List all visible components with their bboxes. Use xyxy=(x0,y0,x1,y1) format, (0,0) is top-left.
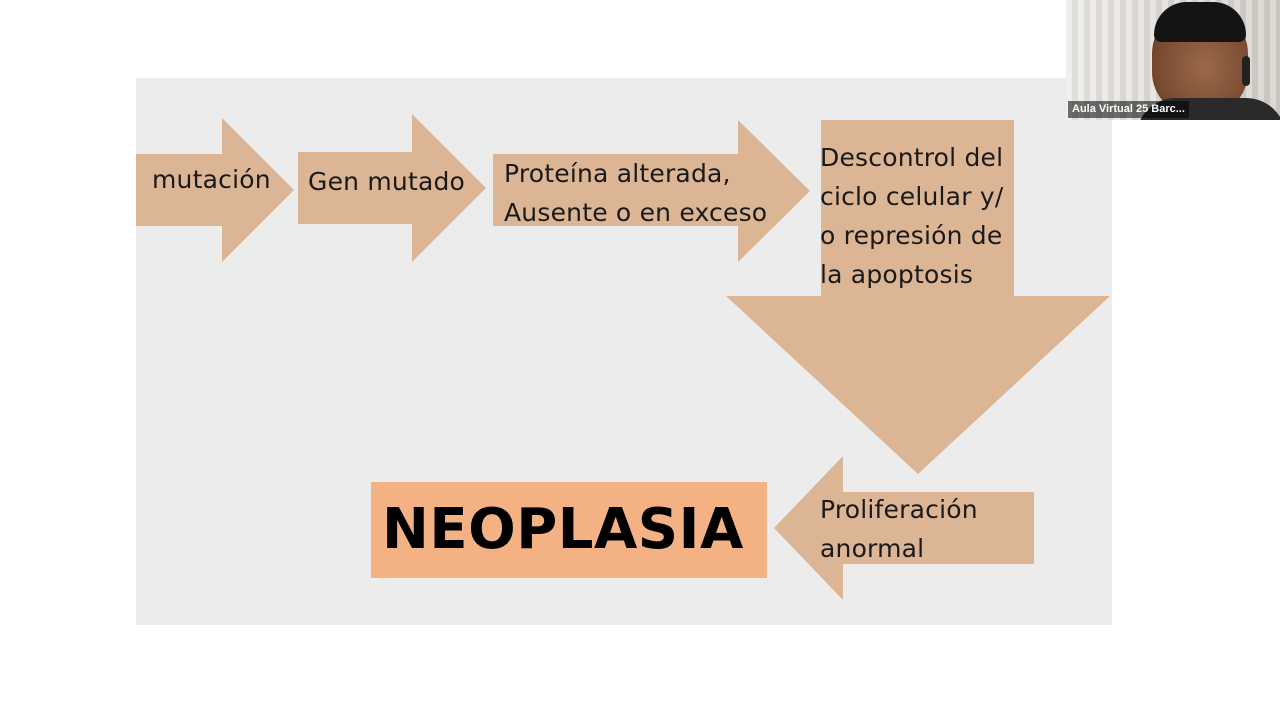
arrow-proliferacion xyxy=(774,456,1034,600)
step-descontrol: Descontrol del ciclo celular y/ o repres… xyxy=(820,143,1004,289)
neoplasia-box: NEOPLASIA xyxy=(371,482,767,578)
headset-mic-icon xyxy=(1242,56,1250,86)
participant-name: Aula Virtual 25 Barc... xyxy=(1068,101,1189,118)
neoplasia-label: NEOPLASIA xyxy=(382,497,744,562)
arrow-descontrol xyxy=(726,120,1110,474)
arrow-proteina xyxy=(493,120,810,262)
presentation-slide: mutación Gen mutado Proteína alterada, A… xyxy=(136,78,1112,625)
arrow-gen-mutado xyxy=(298,114,486,262)
step-proteina: Proteína alterada, Ausente o en exceso xyxy=(504,159,768,227)
step-proliferacion: Proliferación anormal xyxy=(820,495,978,563)
arrow-mutacion xyxy=(136,118,294,262)
step-mutacion: mutación xyxy=(152,165,271,194)
flow-diagram xyxy=(136,114,1110,600)
step-gen-mutado: Gen mutado xyxy=(308,167,466,196)
participant-hair xyxy=(1154,2,1246,42)
participant-video-tile[interactable]: Aula Virtual 25 Barc... xyxy=(1066,0,1280,120)
